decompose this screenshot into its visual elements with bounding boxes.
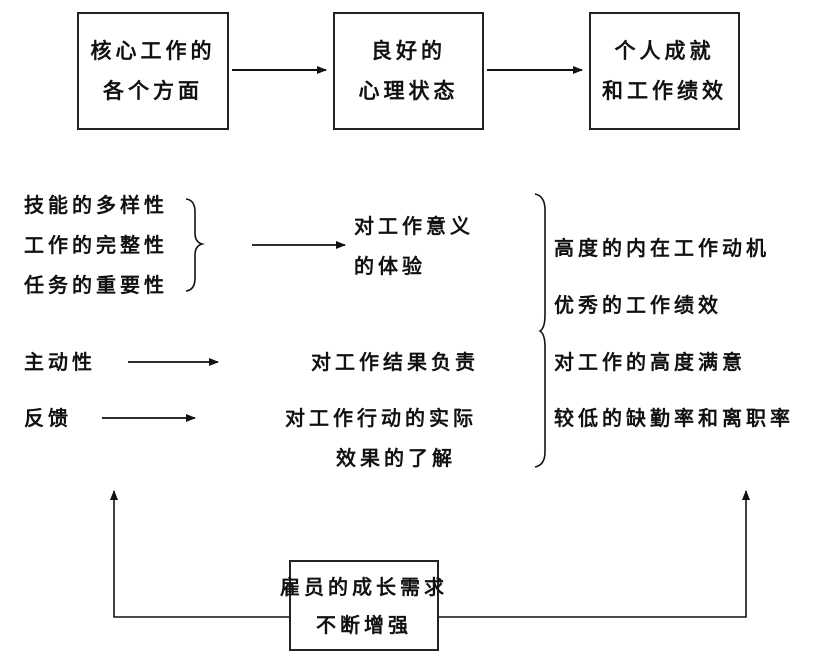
box-text: 雇员的成长需求: [280, 574, 448, 599]
state-meaningfulness-line1: 对工作意义: [354, 214, 474, 238]
dimension-task-identity: 工作的完整性: [24, 233, 168, 257]
box-core-job-dimensions: 核心工作的 各个方面: [77, 12, 229, 130]
loop-line-right: [438, 490, 750, 618]
state-knowledge-line2: 效果的了解: [336, 446, 456, 470]
box-growth-need-strength: 雇员的成长需求 不断增强: [280, 560, 444, 651]
box-text: 心理状态: [358, 78, 459, 103]
box-psychological-states: 良好的 心理状态: [333, 12, 484, 130]
dimension-skill-variety: 技能的多样性: [24, 193, 168, 217]
outcome-motivation: 高度的内在工作动机: [554, 236, 770, 260]
state-responsibility: 对工作结果负责: [311, 350, 479, 374]
dimension-autonomy: 主动性: [24, 350, 96, 374]
box-text: 个人成就: [614, 38, 715, 63]
dimension-task-significance: 任务的重要性: [24, 273, 168, 297]
outcome-performance: 优秀的工作绩效: [554, 293, 722, 317]
state-knowledge-line1: 对工作行动的实际: [285, 406, 477, 430]
dimension-feedback: 反馈: [24, 406, 72, 430]
box-outcomes: 个人成就 和工作绩效: [589, 12, 740, 130]
brace-outcomes: [534, 193, 546, 468]
box-text: 不断增强: [316, 612, 412, 637]
loop-line-left: [110, 490, 290, 618]
box-text: 核心工作的: [90, 38, 216, 63]
brace-core-dimensions: [185, 198, 205, 292]
outcome-satisfaction: 对工作的高度满意: [554, 350, 746, 374]
state-meaningfulness-line2: 的体验: [354, 254, 426, 278]
box-text: 良好的: [371, 38, 446, 63]
box-text: 和工作绩效: [602, 78, 727, 103]
box-text: 各个方面: [103, 78, 203, 103]
outcome-low-absenteeism: 较低的缺勤率和离职率: [554, 406, 794, 430]
